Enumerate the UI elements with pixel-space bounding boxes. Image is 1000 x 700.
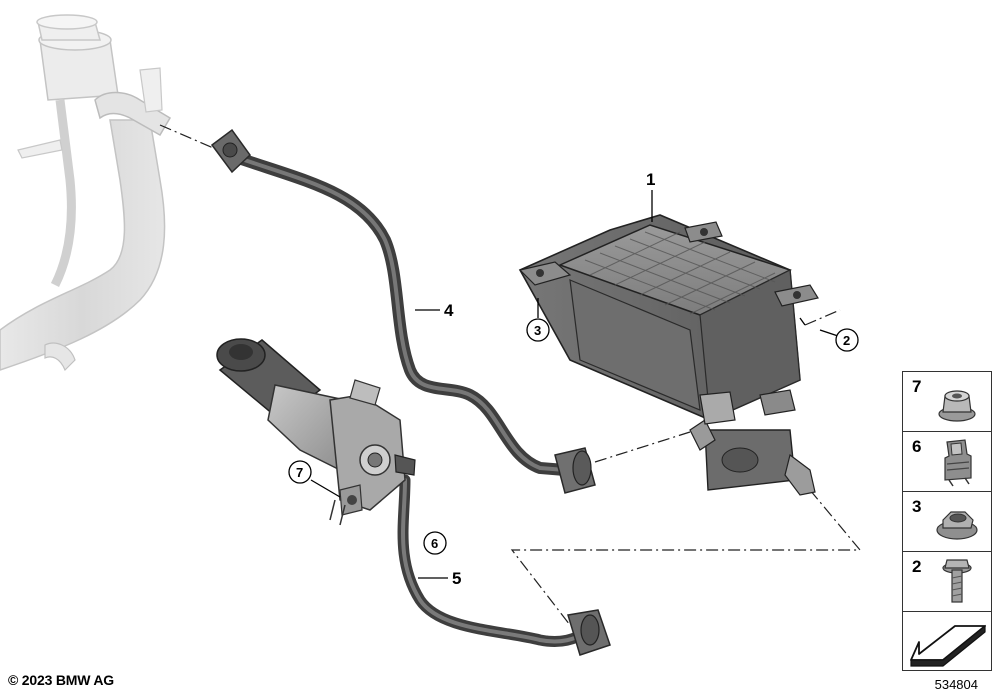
part-number: 3 [912, 497, 922, 516]
purge-valve [216, 338, 416, 526]
callouts: 1 4 5 3 2 7 6 [288, 170, 859, 588]
part-number: 2 [912, 557, 922, 576]
parts-table-row [903, 612, 991, 672]
callout-7: 7 [296, 465, 303, 480]
direction-arrow-icon [910, 624, 986, 667]
parts-table-row: 2 [903, 552, 991, 612]
parts-table-row: 6 [903, 432, 991, 492]
callout-4: 4 [444, 301, 454, 320]
parts-table-row: 7 [903, 372, 991, 432]
filler-neck-ghost [0, 14, 172, 372]
callout-2: 2 [843, 333, 850, 348]
callout-1: 1 [646, 170, 655, 189]
flange-nut-icon [938, 390, 976, 422]
vent-hose-4 [210, 128, 596, 494]
charcoal-canister [518, 214, 819, 496]
part-number: 7 [912, 377, 922, 396]
callout-3-circle [526, 318, 550, 342]
hose-clip-icon [944, 439, 972, 487]
hex-nut-icon [936, 511, 978, 540]
callout-leaders [310, 190, 839, 579]
hex-bolt-icon [942, 559, 972, 603]
callout-3: 3 [534, 323, 541, 338]
leader-lines [159, 124, 862, 626]
purge-hose-5 [397, 474, 611, 656]
parts-table-row: 3 [903, 492, 991, 552]
callout-2-circle [835, 328, 859, 352]
copyright-text: © 2023 BMW AG [8, 672, 114, 688]
reference-number: 534804 [934, 677, 978, 692]
callout-6-circle [423, 531, 447, 555]
callout-5: 5 [452, 569, 461, 588]
parts-table: 7 6 3 2 [902, 371, 992, 671]
part-number: 6 [912, 437, 922, 456]
callout-7-circle [288, 460, 312, 484]
callout-6: 6 [431, 536, 438, 551]
